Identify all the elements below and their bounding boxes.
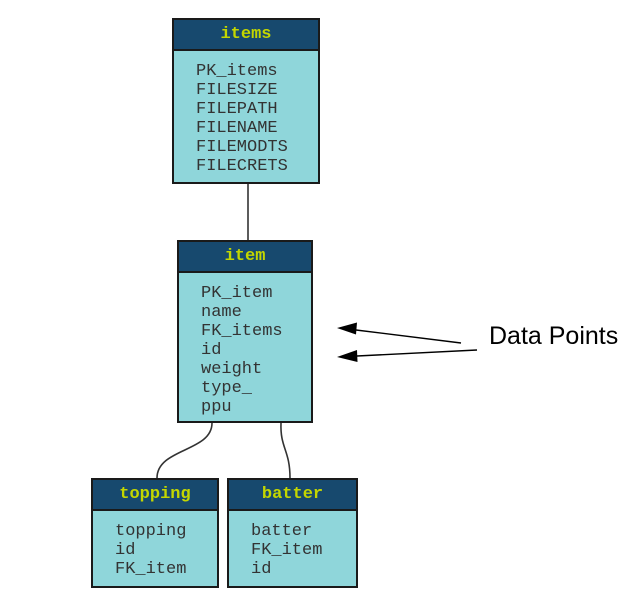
entity-batter-field: FK_item [251, 541, 323, 560]
entity-topping-field: FK_item [115, 560, 187, 579]
entity-topping-field: topping [115, 522, 187, 541]
entity-items-field: FILEMODTS [196, 138, 288, 157]
entity-items-field: FILEPATH [196, 100, 278, 119]
connector-item-batter [280, 422, 291, 479]
entity-items-body: PK_items FILESIZE FILEPATH FILENAME FILE… [174, 51, 318, 176]
entity-items-field: FILENAME [196, 119, 278, 138]
entity-item-field: name [201, 303, 242, 322]
annotation-arrow-2-line [356, 349, 478, 357]
entity-items-field: FILESIZE [196, 81, 278, 100]
entity-topping: topping topping id FK_item [91, 478, 219, 588]
annotation-label: Data Points [489, 322, 619, 350]
entity-item-field: FK_items [201, 322, 283, 341]
entity-item-field: id [201, 341, 222, 360]
entity-item: item PK_item name FK_items id weight typ… [177, 240, 313, 423]
entity-item-field: type_ [201, 379, 253, 398]
entity-batter-body: batter FK_item id [229, 511, 356, 579]
entity-batter-title: batter [229, 480, 356, 511]
entity-batter-field: id [251, 560, 272, 579]
entity-items-title: items [174, 20, 318, 51]
entity-item-field: ppu [201, 398, 232, 417]
entity-item-body: PK_item name FK_items id weight type_ pp… [179, 273, 311, 417]
entity-batter-field: batter [251, 522, 313, 541]
entity-items-field: FILECRETS [196, 157, 288, 176]
entity-topping-body: topping id FK_item [93, 511, 217, 579]
connector-item-topping [156, 422, 213, 479]
annotation-arrow-2-head [337, 350, 358, 362]
entity-item-field: weight [201, 360, 263, 379]
entity-item-title: item [179, 242, 311, 273]
entity-items: items PK_items FILESIZE FILEPATH FILENAM… [172, 18, 320, 184]
entity-item-field: PK_item [201, 284, 273, 303]
entity-topping-field: id [115, 541, 136, 560]
annotation-arrow-1-head [337, 322, 357, 335]
entity-items-field: PK_items [196, 62, 278, 81]
entity-batter: batter batter FK_item id [227, 478, 358, 588]
entity-topping-title: topping [93, 480, 217, 511]
annotation-arrow-1-line [355, 329, 462, 344]
